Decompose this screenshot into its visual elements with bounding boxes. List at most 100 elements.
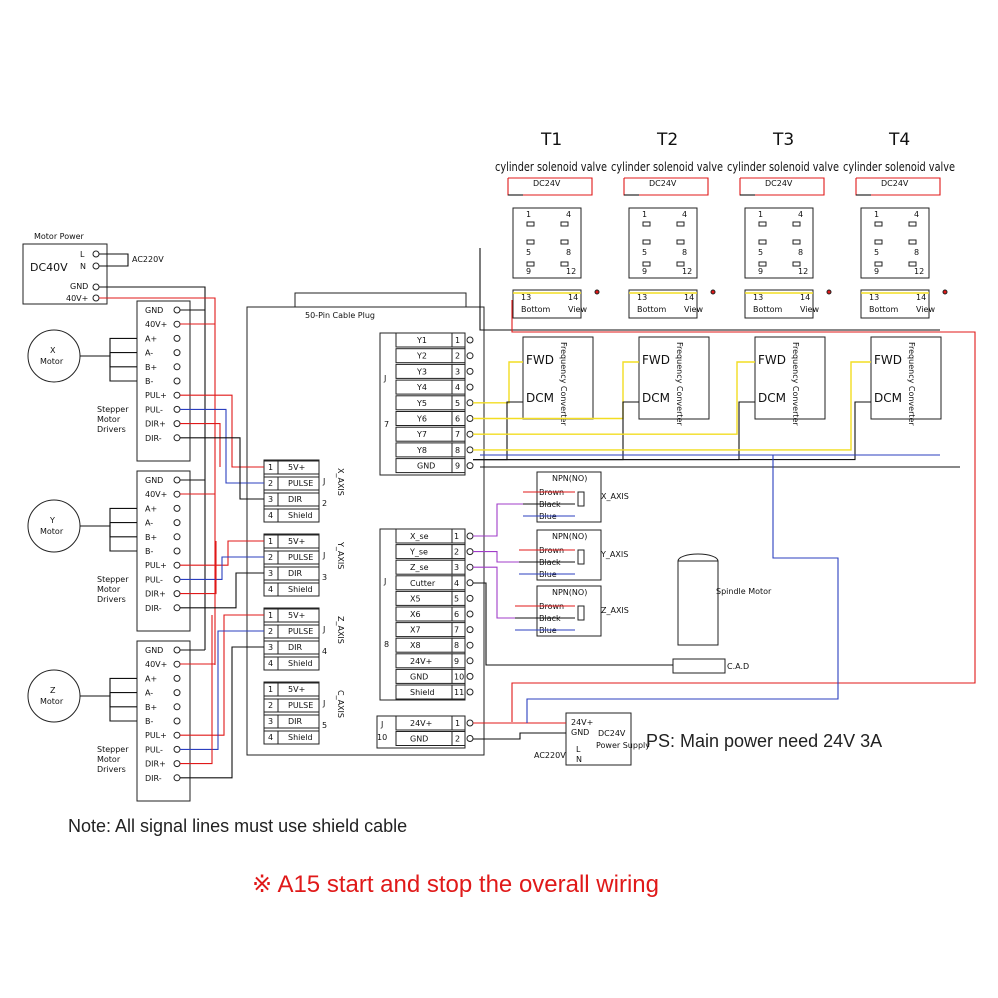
- motor-coil-wire: [80, 695, 137, 708]
- input-label: Cutter: [410, 579, 436, 588]
- axis-pin-label: DIR: [288, 717, 303, 726]
- axis-pin-label: DIR: [288, 643, 303, 652]
- driver-pin-label: GND: [145, 476, 163, 485]
- driver-pin-terminal: [173, 519, 181, 527]
- input-num-cell: [451, 575, 466, 591]
- psu-dc: DC24V: [598, 729, 626, 738]
- motor-coil-wire: [80, 677, 137, 697]
- power-num: 1: [455, 719, 460, 728]
- driver-pin-label: B+: [145, 363, 157, 372]
- relay-desc: cylinder solenoid valve: [843, 160, 955, 174]
- relay-desc: cylinder solenoid valve: [727, 160, 839, 174]
- axis-pin-num: 2: [268, 701, 273, 710]
- driver-pin-label: DIR-: [145, 774, 162, 783]
- axis-pin-num: 3: [268, 569, 273, 578]
- driver-pin-terminal: [173, 717, 181, 725]
- relay-contact: [792, 261, 801, 267]
- driver-label: Drivers: [97, 425, 126, 434]
- output-terminal: [466, 446, 474, 454]
- input-label: X6: [410, 610, 421, 619]
- motor-coil-wire: [80, 355, 137, 368]
- footer-title: ※ A15 start and stop the overall wiring: [252, 871, 659, 898]
- axis-pin-cell: [277, 476, 320, 491]
- psu-24v: 24V+: [571, 718, 593, 727]
- converter-dcm: DCM: [642, 391, 670, 405]
- driver-pin-label: A-: [145, 689, 153, 698]
- output-num: 5: [455, 399, 460, 408]
- relay-contact: [642, 261, 651, 267]
- input-label: X8: [410, 641, 421, 650]
- relay-pin: 12: [798, 267, 808, 276]
- valve-loop: [739, 177, 825, 196]
- driver-pin-terminal: [173, 674, 181, 682]
- axis-pin-num: 3: [268, 495, 273, 504]
- power-label: GND: [410, 735, 428, 744]
- block8-num: 8: [384, 640, 389, 649]
- sensor-type: NPN(NO): [552, 532, 587, 541]
- input-label: 24V+: [410, 657, 432, 666]
- axis-pin-label: Shield: [288, 585, 313, 594]
- output-num: 6: [455, 415, 460, 424]
- relay-desc: cylinder solenoid valve: [495, 160, 607, 174]
- output-label: Y8: [416, 446, 427, 455]
- output-label: Y4: [416, 383, 427, 392]
- driver-pin-terminal: [173, 306, 181, 314]
- relay-red-node: [594, 289, 600, 295]
- relay-pin: 9: [874, 267, 879, 276]
- driver-40v-bus: [99, 297, 216, 665]
- relay-name: T3: [772, 130, 794, 150]
- ac-input-wire: [99, 253, 129, 267]
- power-num: 2: [455, 735, 460, 744]
- relay-contact: [758, 261, 767, 267]
- driver-pin-terminal: [173, 604, 181, 612]
- input-label: Shield: [410, 688, 435, 697]
- axis-pin-label: PULSE: [288, 627, 313, 636]
- converter-dcm: DCM: [526, 391, 554, 405]
- axis-j: J: [322, 699, 325, 708]
- power-terminal: [466, 735, 474, 742]
- relay-view: View: [684, 305, 703, 314]
- relay-pin: 8: [566, 248, 571, 257]
- psu-l: L: [576, 745, 581, 754]
- converter-fwd: FWD: [874, 353, 902, 367]
- driver-pin-label: DIR-: [145, 604, 162, 613]
- axis-name: C_AXIS: [336, 690, 345, 718]
- pul-plus-wire: [180, 614, 264, 736]
- relay-pin: 8: [798, 248, 803, 257]
- relay-view: View: [916, 305, 935, 314]
- input-num: 7: [454, 626, 459, 635]
- axis-pin-cell: [277, 566, 320, 581]
- axis-pin-num: 1: [268, 463, 273, 472]
- sensor-axis: Y_AXIS: [600, 550, 628, 559]
- output-terminal: [466, 430, 474, 438]
- spindle-cad-box: [672, 658, 726, 674]
- axis-pin-num: 3: [268, 643, 273, 652]
- axis-num: 4: [322, 647, 327, 656]
- driver-pin-terminal: [173, 377, 181, 385]
- relay-contact: [758, 239, 767, 245]
- input-num: 3: [454, 563, 459, 572]
- axis-pin-label: PULSE: [288, 479, 313, 488]
- axis-pin-label: Shield: [288, 511, 313, 520]
- converter-name: Frequency Converter: [791, 342, 800, 426]
- input-cell: [395, 606, 453, 622]
- main-24v-bus: [511, 300, 976, 722]
- motor-coil-wire: [80, 337, 137, 357]
- output-terminal: [466, 352, 474, 360]
- sensor-element: [577, 605, 585, 621]
- sensor-signal: [473, 503, 523, 537]
- relay-contact: [908, 239, 917, 245]
- sensor-type: NPN(NO): [552, 588, 587, 597]
- input-num: 8: [454, 641, 459, 650]
- driver-pin-label: A+: [145, 504, 157, 513]
- driver-pin-label: PUL-: [145, 575, 163, 584]
- relay-contact: [792, 239, 801, 245]
- relay-name: T2: [656, 130, 678, 150]
- driver-pin-terminal: [173, 760, 181, 768]
- stepper-motor: [27, 499, 81, 553]
- axis-pin-num: 4: [268, 585, 273, 594]
- output-num-cell: [451, 458, 466, 474]
- output-num-cell: [451, 332, 466, 348]
- pul-minus-wire: [180, 630, 264, 750]
